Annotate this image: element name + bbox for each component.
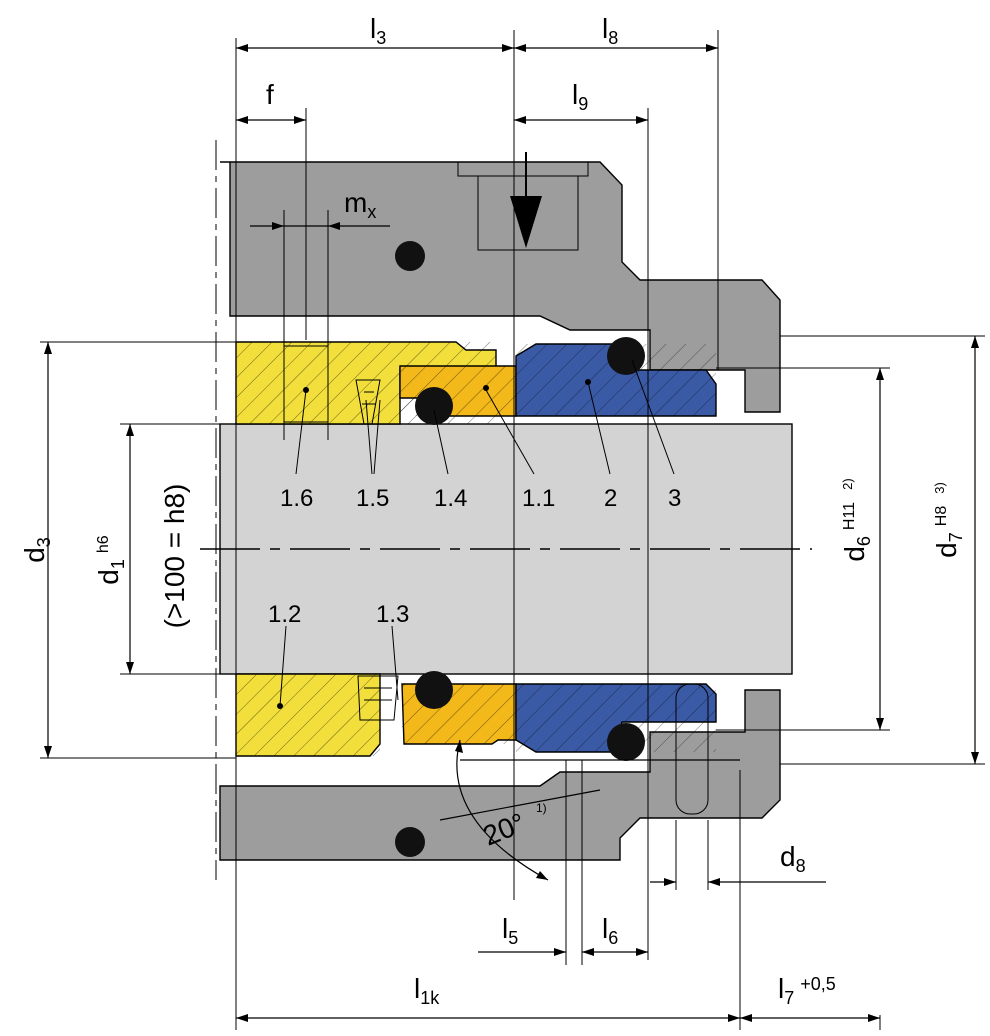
part-label-1-5: 1.5 <box>356 485 389 512</box>
label-l6: l6 <box>602 913 618 948</box>
part-label-2: 2 <box>604 485 617 512</box>
label-d8: d8 <box>780 841 806 876</box>
label-l7: l7+0,5 <box>778 973 836 1008</box>
part-label-1-1: 1.1 <box>522 485 555 512</box>
label-l8: l8 <box>602 13 618 48</box>
label-l5: l5 <box>502 913 518 948</box>
dimension-arrows <box>44 44 979 1022</box>
extension-lines <box>40 30 985 1030</box>
label-d3: d3 <box>19 537 54 563</box>
housing-bottom <box>219 689 781 861</box>
label-d7: d7H83) <box>931 482 966 558</box>
label-mx: mx <box>344 187 376 222</box>
anti-rotation-pin <box>675 683 709 815</box>
oring-bottom-rot <box>415 671 453 709</box>
oring-3-bottom <box>607 723 645 761</box>
label-d1: d1h6 <box>93 535 128 584</box>
part-label-3: 3 <box>668 485 681 512</box>
oring-housing-bottom <box>395 827 425 857</box>
oring-3-top <box>607 337 645 375</box>
label-f: f <box>266 79 274 110</box>
housing-port <box>477 175 579 251</box>
leader-lines <box>279 359 675 707</box>
part-label-1-3: 1.3 <box>376 601 409 628</box>
label-l3: l3 <box>370 13 386 48</box>
housing-top <box>220 161 781 413</box>
part-label-1-4: 1.4 <box>434 485 467 512</box>
spring-1-5-top <box>355 379 381 425</box>
label-l9: l9 <box>572 79 588 114</box>
label-angle-note: 1) <box>536 801 547 815</box>
spring-1-3-bottom <box>357 675 399 721</box>
hatch-yellow-bottom <box>236 674 380 756</box>
label-l1k: l1k <box>414 973 440 1008</box>
part-label-1-6: 1.6 <box>280 485 313 512</box>
oring-1-4-top <box>415 387 453 425</box>
part-label-1-2: 1.2 <box>268 601 301 628</box>
arrow-head-icon <box>510 196 542 248</box>
label-d1-note: (>100 = h8) <box>159 484 190 629</box>
oring-housing-top <box>395 241 425 271</box>
label-d6: d6H112) <box>839 478 874 561</box>
